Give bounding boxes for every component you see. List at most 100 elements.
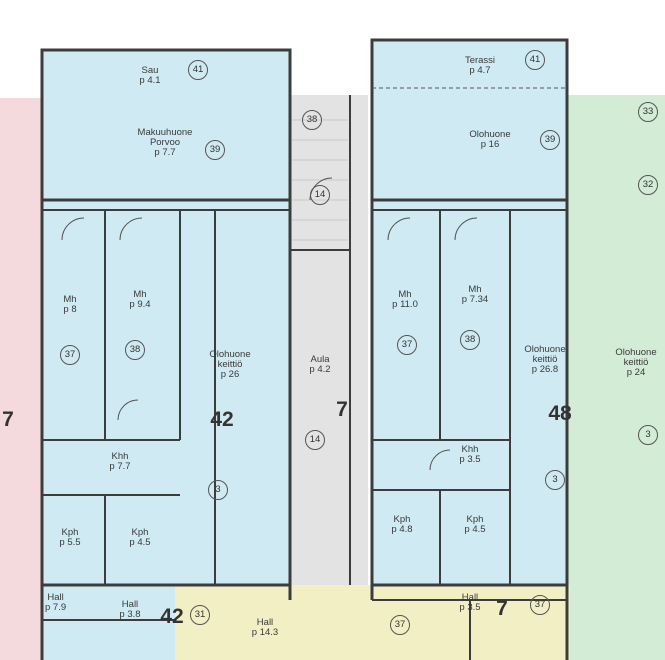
room-label-terassi: Terassi p 4.7 bbox=[465, 56, 495, 76]
room-label-mh-a: Mh p 8 bbox=[63, 295, 76, 315]
door-swings bbox=[61, 177, 478, 471]
plan-marker: 39 bbox=[205, 140, 225, 160]
room-area: p 4.7 bbox=[469, 65, 491, 76]
apartment-number: 42 bbox=[160, 605, 184, 628]
room-name: Olohuone bbox=[209, 349, 251, 360]
room-area: p 24 bbox=[626, 367, 646, 378]
room-label-hall-4: Hall p 3.5 bbox=[459, 593, 480, 613]
room-name: Hall bbox=[256, 617, 274, 628]
room-name: Sau bbox=[141, 65, 159, 76]
plan-marker: 3 bbox=[545, 470, 565, 490]
room-name: Kph bbox=[61, 527, 79, 538]
plan-marker: 31 bbox=[190, 605, 210, 625]
room-name: Kph bbox=[131, 527, 149, 538]
room-label-olohuone-c: Olohuone keittiö p 26 bbox=[209, 350, 250, 380]
apartment-blue-bottom-left bbox=[42, 585, 175, 660]
room-label-mh-e: Mh p 7.34 bbox=[462, 285, 488, 305]
room-label-khh-d: Khh p 3.5 bbox=[459, 445, 480, 465]
room-area: p 4.1 bbox=[139, 75, 161, 86]
room-area: p 4.8 bbox=[391, 524, 413, 535]
room-area: p 4.5 bbox=[464, 524, 486, 535]
stair-treads bbox=[292, 119, 348, 241]
room-subname: keittiö bbox=[623, 357, 649, 368]
plan-marker: 39 bbox=[540, 130, 560, 150]
plan-marker: 32 bbox=[638, 175, 658, 195]
room-name: Olohuone bbox=[469, 129, 511, 140]
room-name: Mh bbox=[63, 294, 77, 305]
room-area: p 5.5 bbox=[59, 537, 81, 548]
stair-core bbox=[290, 95, 368, 585]
room-name: Olohuone bbox=[524, 344, 566, 355]
room-label-kph-a: Kph p 5.5 bbox=[59, 528, 80, 548]
exterior-walls bbox=[40, 38, 569, 660]
room-label-oh-far: Olohuone keittiö p 24 bbox=[615, 348, 656, 378]
room-name: Mh bbox=[468, 284, 482, 295]
apartment-number: 7 bbox=[336, 398, 348, 421]
room-name: Khh bbox=[111, 451, 129, 462]
room-name: Makuuhuone bbox=[137, 127, 193, 138]
apartment-number: 7 bbox=[2, 408, 14, 431]
room-area: p 4.2 bbox=[309, 364, 331, 375]
room-area: p 3.5 bbox=[459, 602, 481, 613]
room-label-mh-b: Mh p 9.4 bbox=[129, 290, 150, 310]
room-label-oh-right-top: Olohuone p 16 bbox=[469, 130, 510, 150]
room-label-kph-d: Kph p 4.5 bbox=[464, 515, 485, 535]
plan-marker: 37 bbox=[397, 335, 417, 355]
room-label-kph-c: Kph p 4.8 bbox=[391, 515, 412, 535]
room-name: Aula bbox=[310, 354, 330, 365]
apartment-number: 7 bbox=[496, 597, 508, 620]
room-label-khh-a: Khh p 7.7 bbox=[109, 452, 130, 472]
room-name: Kph bbox=[393, 514, 411, 525]
room-label-mh-d: Mh p 11.0 bbox=[392, 290, 418, 310]
plan-marker: 3 bbox=[208, 480, 228, 500]
room-name: Kph bbox=[466, 514, 484, 525]
room-name: Hall bbox=[461, 592, 479, 603]
room-label-sauna-left: Sau p 4.1 bbox=[139, 66, 160, 86]
room-area: p 7.9 bbox=[45, 602, 67, 613]
room-area: p 14.3 bbox=[251, 627, 279, 638]
plan-marker: 37 bbox=[530, 595, 550, 615]
room-area: p 3.8 bbox=[119, 609, 141, 620]
room-subname: keittiö bbox=[217, 359, 243, 370]
room-area: p 7.34 bbox=[461, 294, 489, 305]
room-area: p 9.4 bbox=[129, 299, 151, 310]
plan-marker: 37 bbox=[390, 615, 410, 635]
plan-marker: 38 bbox=[125, 340, 145, 360]
plan-marker: 14 bbox=[305, 430, 325, 450]
room-area: p 11.0 bbox=[392, 299, 418, 310]
plan-marker: 41 bbox=[525, 50, 545, 70]
apartment-pink-left bbox=[0, 98, 42, 660]
room-label-hall-3: Hall p 14.3 bbox=[252, 618, 278, 638]
room-name: Mh bbox=[398, 289, 412, 300]
room-name: Terassi bbox=[464, 55, 496, 66]
room-area: p 8 bbox=[63, 304, 77, 315]
room-name: Mh bbox=[133, 289, 147, 300]
room-area: p 26.8 bbox=[531, 364, 559, 375]
plan-marker: 38 bbox=[302, 110, 322, 130]
room-name: Khh bbox=[461, 444, 479, 455]
room-label-kph-b: Kph p 4.5 bbox=[129, 528, 150, 548]
room-area: p 7.7 bbox=[109, 461, 131, 472]
room-label-hall-1: Hall p 7.9 bbox=[45, 593, 66, 613]
apartment-blue-right bbox=[372, 40, 567, 585]
room-name: Olohuone bbox=[615, 347, 657, 358]
apartment-number: 42 bbox=[210, 408, 234, 431]
room-label-aula: Aula p 4.2 bbox=[309, 355, 330, 375]
plan-marker: 14 bbox=[310, 185, 330, 205]
room-label-mh-left: Makuuhuone Porvoo p 7.7 bbox=[138, 128, 193, 158]
plan-marker: 3 bbox=[638, 425, 658, 445]
plan-marker: 41 bbox=[188, 60, 208, 80]
room-label-oh-f: Olohuone keittiö p 26.8 bbox=[524, 345, 565, 375]
plan-marker: 37 bbox=[60, 345, 80, 365]
room-subname: Porvoo bbox=[149, 137, 181, 148]
room-area: p 16 bbox=[480, 139, 500, 150]
room-name: Hall bbox=[121, 599, 139, 610]
apartment-number: 48 bbox=[548, 402, 572, 425]
plan-marker: 38 bbox=[460, 330, 480, 350]
room-area: p 4.5 bbox=[129, 537, 151, 548]
room-name: Hall bbox=[47, 592, 64, 603]
room-area: p 7.7 bbox=[154, 147, 176, 158]
plan-marker: 33 bbox=[638, 102, 658, 122]
